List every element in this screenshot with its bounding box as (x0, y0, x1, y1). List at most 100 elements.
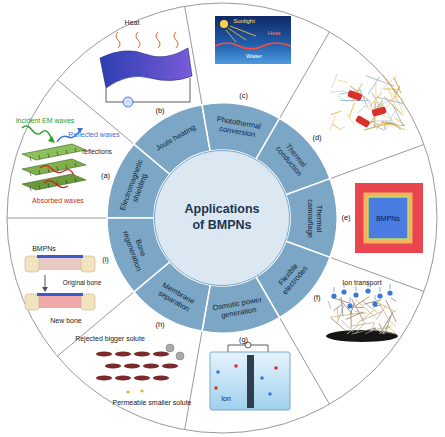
nanosheet-flake (143, 364, 159, 369)
heat-label: Heat (125, 19, 140, 26)
nanofiber (349, 103, 354, 117)
fiber-strand (39, 170, 40, 174)
arrow-line (45, 275, 46, 288)
fiber-strand (66, 165, 67, 169)
nanofiber (384, 88, 399, 90)
ion-sphere (353, 292, 358, 297)
ion-dot (234, 364, 238, 368)
filler-particle (371, 106, 386, 116)
bone-label: Original bone (63, 280, 102, 287)
sector-divider (185, 331, 202, 429)
electrode-fiber (364, 300, 381, 305)
sunlight-label: Sunlight (233, 18, 255, 24)
nanosheet-flake (162, 364, 178, 369)
nanofiber (346, 113, 355, 125)
bmpn-membrane (37, 255, 83, 258)
fiber-strand (75, 178, 76, 182)
panel-letter: (c) (239, 92, 248, 100)
heat-label: Heat (268, 30, 281, 36)
wave-label: Incident EM waves (16, 117, 75, 124)
electrolyte-tank (210, 352, 290, 410)
original-bone (25, 256, 39, 272)
heating-film (100, 48, 192, 88)
ion-sphere (365, 288, 370, 293)
sun-ray (228, 28, 246, 40)
fiber-strand (39, 155, 40, 159)
ion-sphere (372, 301, 377, 306)
fiber-strand (39, 185, 40, 189)
nanofiber (392, 104, 403, 125)
panel-letter: (f) (313, 294, 320, 302)
large-solute (176, 352, 184, 360)
wire (133, 78, 190, 102)
heat-wave (156, 32, 160, 48)
ion-sphere (377, 293, 382, 298)
ion-sphere (387, 290, 392, 295)
nanosheet-flake (134, 376, 150, 381)
electrode-fiber (361, 311, 383, 321)
original-bone (25, 294, 39, 310)
nanofiber (380, 75, 397, 91)
electrode-fiber (352, 299, 364, 322)
small-solute (140, 389, 143, 392)
fiber-strand (75, 163, 76, 167)
membrane (247, 355, 254, 408)
fiber-strand (30, 187, 31, 191)
center-circle: Applications of BMPNs (154, 150, 290, 286)
original-bone (81, 256, 95, 272)
nanofiber (392, 96, 405, 109)
arrow-head (42, 287, 48, 292)
hot-surface (215, 43, 291, 49)
absorbed-wave (40, 166, 74, 175)
electrode-fiber (337, 304, 345, 323)
electrode-fiber (351, 323, 375, 326)
nanofiber (377, 97, 403, 103)
panel-letter: (i) (102, 257, 109, 265)
nanosheet-flake (96, 376, 112, 381)
electrode-fiber (391, 321, 396, 326)
heat-wave (116, 32, 120, 48)
ion-dot (274, 366, 278, 370)
nanofiber (332, 124, 341, 130)
nanofiber (357, 101, 370, 113)
mxene-layer (22, 159, 86, 175)
sun-ray (226, 30, 236, 42)
sample-label: BMPNs (376, 215, 400, 222)
electrode-fiber (328, 301, 331, 309)
ion-sphere (331, 293, 336, 298)
nanosheet-flake (96, 352, 112, 357)
ion-dot (260, 376, 264, 380)
solute-label: Rejected bigger solute (75, 335, 145, 342)
ion-path (334, 287, 335, 292)
heat-wave (136, 32, 140, 48)
ion-path (350, 297, 351, 302)
fiber-strand (48, 168, 49, 172)
electrode-fiber (385, 316, 391, 334)
thermal-edge-glow (366, 195, 410, 241)
water-scene (215, 16, 291, 64)
electrode-fiber (353, 297, 369, 308)
wave-label: Absorbed waves (32, 197, 84, 204)
panel-letter: (a) (101, 172, 110, 180)
fiber-strand (66, 150, 67, 154)
ion-path (380, 287, 381, 292)
process-label: Ion transport (342, 279, 381, 286)
fiber-strand (30, 172, 31, 176)
nanofiber (330, 91, 346, 92)
panel-letter: (g) (239, 336, 248, 344)
ion-path (390, 284, 391, 289)
sector-divider (7, 218, 107, 219)
nanofiber (337, 80, 347, 83)
sector-divider (57, 80, 134, 144)
electrode-fiber (347, 325, 359, 334)
original-bone (81, 294, 95, 310)
electrode-fiber (387, 326, 396, 334)
electrode-fiber (365, 329, 376, 334)
sector-divider (330, 257, 424, 291)
nanosheet-flake (124, 364, 140, 369)
nanofiber (331, 111, 341, 115)
absorbed-wave (44, 181, 68, 188)
electrode-fiber (337, 308, 339, 321)
center-text-box: Applications of BMPNs (179, 202, 265, 233)
